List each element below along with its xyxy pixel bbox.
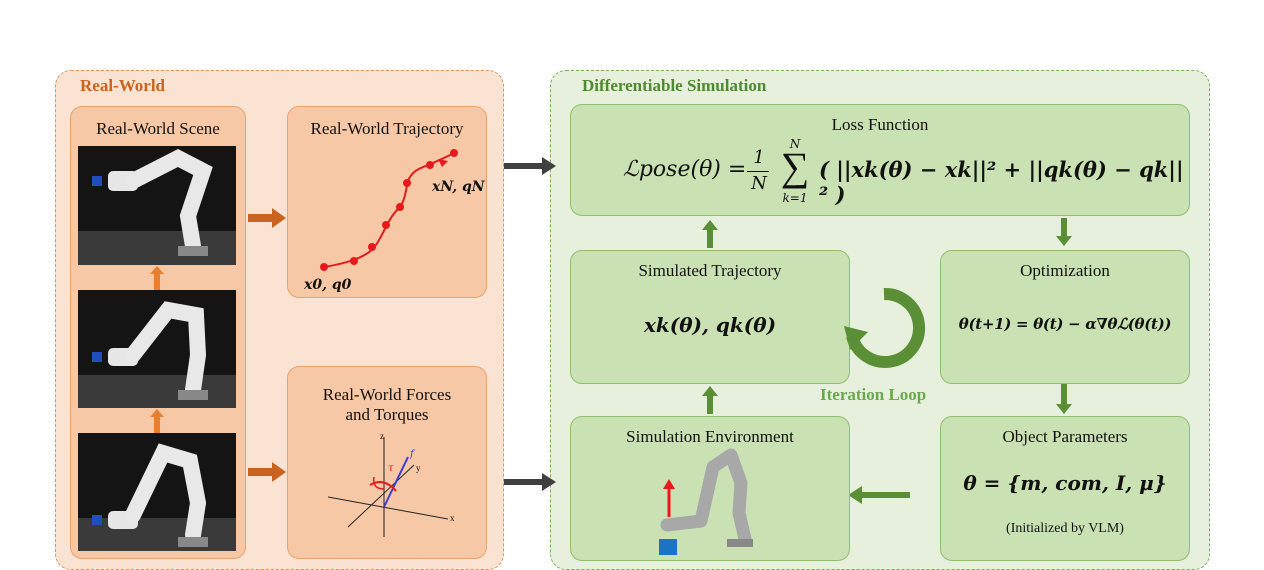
object-parameters-box: Object Parameters θ = {m, com, I, μ} (In…: [940, 416, 1190, 561]
torque-label: τ: [388, 463, 394, 474]
trajectory-point: [396, 203, 404, 211]
loss-fraction-denominator: N: [751, 173, 767, 194]
differentiable-simulation-panel-title: Differentiable Simulation: [582, 76, 767, 95]
axis-x-label: x: [450, 513, 455, 523]
simulated-robot-illustration: [659, 448, 753, 555]
loss-sum-top: N: [789, 137, 801, 151]
simulated-trajectory-formula: xk(θ), qk(θ): [643, 313, 777, 337]
loss-sum-bottom: k=1: [782, 191, 808, 205]
sim-env-to-sim-traj-arrow: [702, 386, 718, 414]
force-label: f: [410, 449, 414, 460]
robot-arm-illustration-2: [78, 301, 236, 408]
scene-up-arrow-2: [150, 409, 164, 433]
trajectory-point: [403, 179, 411, 187]
scene-to-trajectory-arrow: [248, 208, 286, 228]
loss-lhs: ℒpose(θ) =: [623, 157, 747, 182]
simulated-trajectory-box: Simulated Trajectory xk(θ), qk(θ): [570, 250, 850, 384]
loss-function-box: Loss Function ℒpose(θ) = 1 N N ∑ k=1 ( |…: [570, 104, 1190, 216]
real-world-forces-title: Real-World Forces and Torques: [288, 385, 486, 425]
robot-photo-1: [78, 146, 236, 265]
force-torque-axes: [327, 437, 449, 537]
robot-photo-3: [78, 433, 236, 551]
loss-fraction-bar: [747, 171, 769, 172]
real-world-scene-title: Real-World Scene: [96, 119, 220, 138]
iteration-loop-icon: [844, 287, 925, 368]
loss-to-optimization-arrow: [1056, 218, 1072, 246]
loss-sum-symbol: ∑: [780, 144, 810, 189]
scene-up-arrow-1: [150, 266, 164, 290]
robot-photo-2: [78, 290, 236, 408]
object-parameters-note: (Initialized by VLM): [1006, 521, 1124, 536]
trajectory-to-loss-arrow: [504, 157, 556, 175]
real-world-panel-title: Real-World: [80, 76, 165, 95]
simulation-environment-box: Simulation Environment: [570, 416, 850, 561]
trajectory-plot: [320, 149, 458, 271]
real-world-trajectory-box: Real-World Trajectory xN, qN x0, q0: [287, 106, 487, 298]
trajectory-point: [350, 257, 358, 265]
scene-to-forces-arrow: [248, 462, 286, 482]
loss-body: ( ||xk(θ) − xk||² + ||qk(θ) − qk||² ): [819, 157, 1184, 207]
forces-title-line2: and Torques: [345, 405, 429, 424]
axis-z-label: z: [380, 431, 384, 441]
axis-y-label: y: [416, 463, 421, 473]
iteration-loop-label: Iteration Loop: [820, 385, 927, 404]
trajectory-start-label: x0, q0: [304, 277, 352, 293]
trajectory-end-label: xN, qN: [432, 179, 485, 195]
params-to-sim-env-arrow: [848, 486, 910, 504]
robot-arm-illustration-3: [78, 443, 236, 551]
loss-function-title: Loss Function: [831, 115, 929, 134]
real-world-forces-box: Real-World Forces and Torques z y x f τ: [287, 366, 487, 559]
object-parameters-title: Object Parameters: [1002, 427, 1128, 446]
trajectory-point: [320, 263, 328, 271]
forces-title-line1: Real-World Forces: [322, 385, 452, 404]
optimization-box: Optimization θ(t+1) = θ(t) − α∇θℒ(θ(t)): [940, 250, 1190, 384]
trajectory-point: [368, 243, 376, 251]
loss-fraction-numerator: 1: [753, 147, 765, 168]
trajectory-point: [426, 161, 434, 169]
trajectory-point: [450, 149, 458, 157]
simulation-environment-title: Simulation Environment: [626, 427, 794, 446]
robot-arm-illustration-1: [78, 148, 236, 265]
real-world-trajectory-title: Real-World Trajectory: [310, 119, 464, 138]
trajectory-point: [382, 221, 390, 229]
sim-traj-to-loss-arrow: [702, 220, 718, 248]
object-parameters-formula: θ = {m, com, I, μ}: [963, 471, 1167, 495]
forces-to-sim-arrow: [504, 473, 556, 491]
optimization-to-params-arrow: [1056, 384, 1072, 414]
optimization-formula: θ(t+1) = θ(t) − α∇θℒ(θ(t)): [958, 315, 1172, 333]
simulated-trajectory-title: Simulated Trajectory: [638, 261, 782, 280]
optimization-title: Optimization: [1020, 261, 1110, 280]
